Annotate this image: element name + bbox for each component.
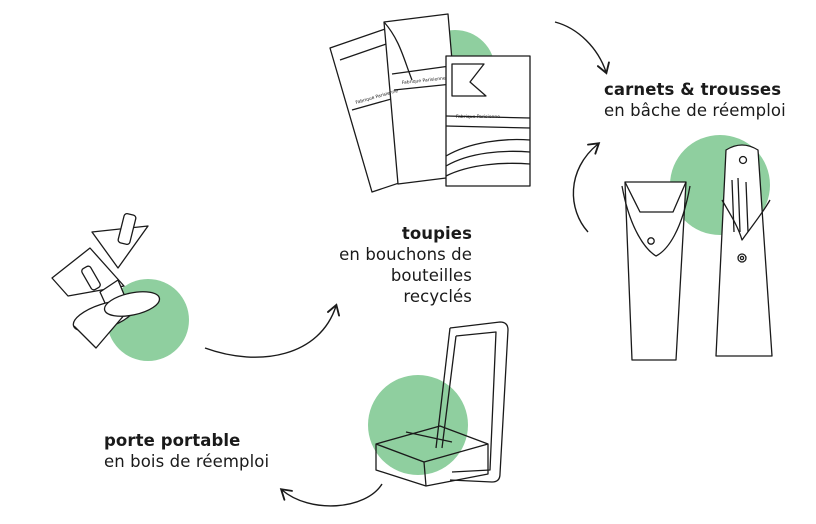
pencil-cases-illustration <box>621 144 773 361</box>
curved-arrow-icon <box>204 303 340 358</box>
phone-stand-title: porte portable <box>104 431 241 450</box>
phone-stand-label: porte portable en bois de réemploi <box>104 430 269 472</box>
phone-stand-subtitle: en bois de réemploi <box>104 452 270 471</box>
spinning-tops-subtitle-line1: en bouchons de <box>339 245 472 264</box>
notebooks-label: carnets & trousses en bâche de réemploi <box>604 79 786 121</box>
spinning-tops-label: toupies en bouchons de bouteilles recycl… <box>318 223 472 307</box>
curved-arrow-icon <box>572 142 601 233</box>
notebooks-subtitle: en bâche de réemploi <box>604 101 786 120</box>
notebook-brand-front: Fabrique Parisienne <box>456 114 500 120</box>
curved-arrow-icon <box>554 21 610 75</box>
spinning-tops-illustration <box>51 212 161 349</box>
phone-stand-illustration <box>375 321 509 487</box>
notebook-brand-middle: Fabrique Parisienne <box>402 75 447 86</box>
notebooks-illustration <box>329 13 531 193</box>
spinning-tops-title: toupies <box>401 224 472 243</box>
spinning-tops-subtitle-line2: bouteilles recyclés <box>390 266 472 306</box>
curved-arrow-icon <box>279 483 383 507</box>
notebooks-title: carnets & trousses <box>604 80 782 99</box>
